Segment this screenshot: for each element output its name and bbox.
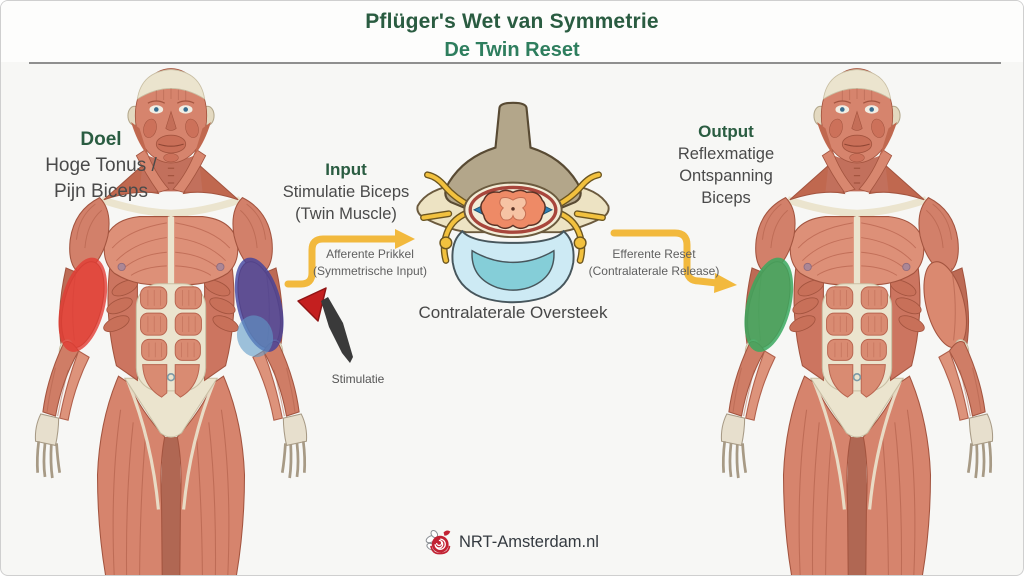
- doel-line1: Hoge Tonus /: [45, 155, 157, 176]
- header: Pflüger's Wet van Symmetrie De Twin Rese…: [1, 1, 1023, 62]
- muscle-figure-left: [3, 63, 339, 576]
- input-line1: Stimulatie Biceps: [282, 183, 410, 201]
- output-line3: Biceps: [701, 189, 751, 207]
- afferent-line2: (Symmetrische Input): [312, 264, 428, 278]
- dural-ring: [468, 185, 558, 234]
- doel-line2: Pijn Biceps: [54, 181, 148, 202]
- output-line2: Ontspanning: [679, 167, 773, 185]
- afferent-line1: Afferente Prikkel: [326, 247, 414, 261]
- central-canal: [511, 207, 515, 211]
- spinal-nerves: [420, 175, 603, 261]
- highlight-bicep-blue-lower: [236, 315, 274, 358]
- vertebral-body-inner: [471, 249, 555, 291]
- page-title: Pflüger's Wet van Symmetrie: [365, 10, 659, 33]
- output-line1: Reflexmatige: [677, 145, 775, 163]
- input-title: Input: [325, 160, 367, 179]
- output-title: Output: [698, 122, 754, 141]
- highlight-bicep-green: [744, 257, 794, 352]
- input-label-block: Input Stimulatie Biceps (Twin Muscle): [263, 159, 429, 225]
- spine-cross-section-illustration: [416, 101, 610, 304]
- page-subtitle: De Twin Reset: [444, 39, 580, 61]
- rose-logo-icon: [425, 530, 451, 555]
- doel-title: Doel: [80, 129, 122, 150]
- footer-brand: NRT-Amsterdam.nl: [1, 528, 1023, 557]
- input-line2: (Twin Muscle): [295, 205, 397, 223]
- highlight-bicep-red: [58, 257, 108, 352]
- stimulation-label: Stimulatie: [331, 372, 385, 386]
- muscle-figure-right: [689, 63, 1024, 576]
- efferent-note: Efferente Reset (Contralaterale Release): [571, 246, 737, 280]
- afferent-note: Afferente Prikkel (Symmetrische Input): [289, 246, 451, 280]
- doel-label-block: Doel Hoge Tonus / Pijn Biceps: [11, 127, 191, 205]
- efferent-line2: (Contralaterale Release): [588, 264, 720, 278]
- header-divider: [29, 62, 1001, 64]
- brand-text: NRT-Amsterdam.nl: [459, 533, 599, 551]
- spine-caption: Contralaterale Oversteek: [418, 303, 608, 322]
- efferent-line1: Efferente Reset: [612, 247, 696, 261]
- output-label-block: Output Reflexmatige Ontspanning Biceps: [643, 121, 809, 209]
